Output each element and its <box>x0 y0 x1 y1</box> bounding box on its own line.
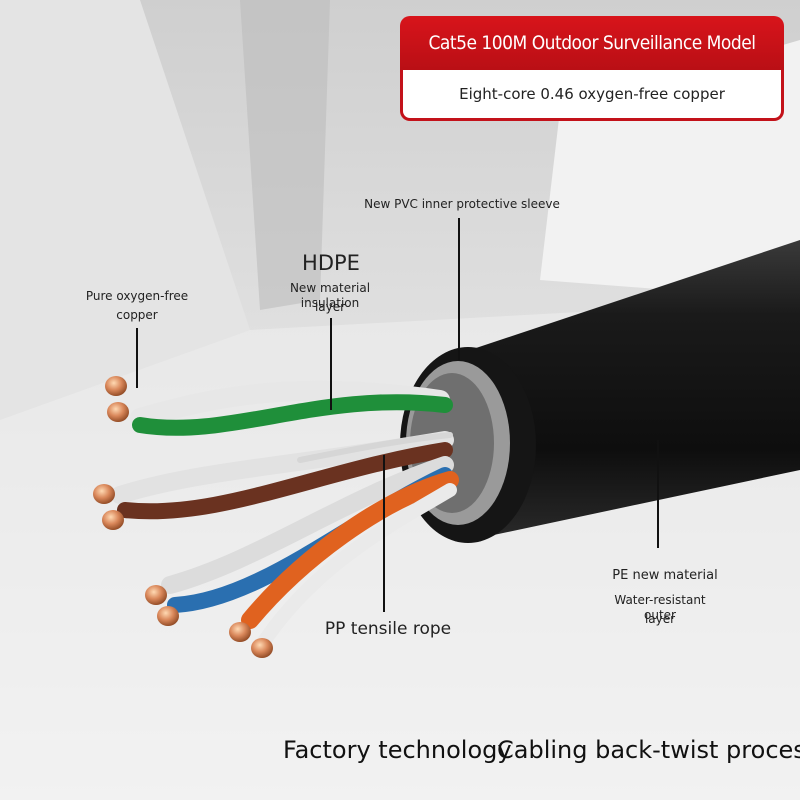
title-banner: Cat5e 100M Outdoor Surveillance Model Ei… <box>400 16 784 124</box>
pp-rope-label: PP tensile rope <box>324 619 452 639</box>
leader-lines <box>136 218 659 612</box>
pe-description-line2: layer <box>644 612 676 626</box>
hdpe-description-line2: layer <box>314 300 346 314</box>
copper-label-line1: Pure oxygen-free <box>85 289 189 303</box>
copper-label-line2: copper <box>116 308 158 322</box>
pvc-sleeve-label: New PVC inner protective sleeve <box>364 197 560 211</box>
copper-conductors <box>93 376 273 658</box>
hdpe-title: HDPE <box>302 251 360 275</box>
banner-subtitle: Eight-core 0.46 oxygen-free copper <box>400 70 784 121</box>
caption-factory-technology: Factory technology <box>283 736 512 764</box>
banner-title: Cat5e 100M Outdoor Surveillance Model <box>400 16 784 70</box>
wall-left <box>0 0 250 420</box>
pe-description-line1: Water-resistant outer <box>614 593 706 622</box>
pe-title: PE new material <box>612 568 718 583</box>
pillar-shadow <box>240 0 330 310</box>
cable-jacket <box>470 240 800 540</box>
twisted-pairs <box>111 380 459 647</box>
caption-back-twist-process: Cabling back-twist process <box>497 736 800 764</box>
hdpe-description-line1: New material insulation <box>289 281 371 310</box>
